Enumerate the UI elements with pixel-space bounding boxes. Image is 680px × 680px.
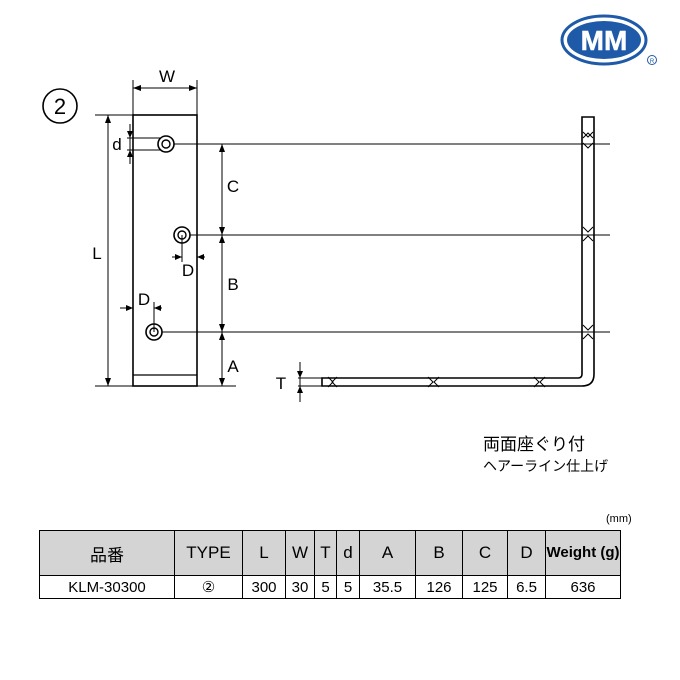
dim-label-C: C [227,177,239,196]
cell-T: 5 [314,575,337,599]
cell-L: 300 [242,575,286,599]
dim-label-T: T [276,374,286,393]
header-weight: Weight (g) [545,530,621,576]
spec-table: 品番 TYPE L W T d A B C D Weight (g) KLM-3… [39,530,621,599]
cell-d: 5 [336,575,360,599]
dim-label-B: B [227,275,238,294]
dim-label-D-upper: D [182,261,194,280]
header-W: W [285,530,315,576]
dim-label-d: d [112,135,121,154]
table-header-row: 品番 TYPE L W T d A B C D Weight (g) [39,530,621,576]
cell-W: 30 [285,575,315,599]
cell-A: 35.5 [359,575,416,599]
header-D: D [507,530,546,576]
front-view [95,80,610,387]
unit-note: (mm) [606,513,632,525]
side-view [297,116,595,402]
type-marker: 2 [42,88,78,124]
header-B: B [415,530,463,576]
cell-weight: 636 [545,575,621,599]
header-part-number: 品番 [39,530,175,576]
cell-D: 6.5 [507,575,546,599]
finish-note-1: 両面座ぐり付 [483,435,585,454]
dim-label-D-lower: D [138,290,150,309]
finish-note-2: ヘアーライン仕上げ [483,458,609,474]
header-C: C [462,530,508,576]
logo-text: MM [581,25,628,56]
cell-C: 125 [462,575,508,599]
header-T: T [314,530,337,576]
header-A: A [359,530,416,576]
brand-logo: MM R [560,14,657,66]
header-type: TYPE [174,530,243,576]
cell-B: 126 [415,575,463,599]
registered-mark: R [650,59,655,65]
dim-label-A: A [227,357,239,376]
dim-label-L: L [92,244,101,263]
header-d: d [336,530,360,576]
dim-label-W: W [159,67,175,86]
svg-text:2: 2 [54,94,66,119]
cell-type: ② [174,575,243,599]
header-L: L [242,530,286,576]
cell-part-number: KLM-30300 [39,575,175,599]
table-row: KLM-30300 ② 300 30 5 5 35.5 126 125 6.5 … [39,575,621,599]
